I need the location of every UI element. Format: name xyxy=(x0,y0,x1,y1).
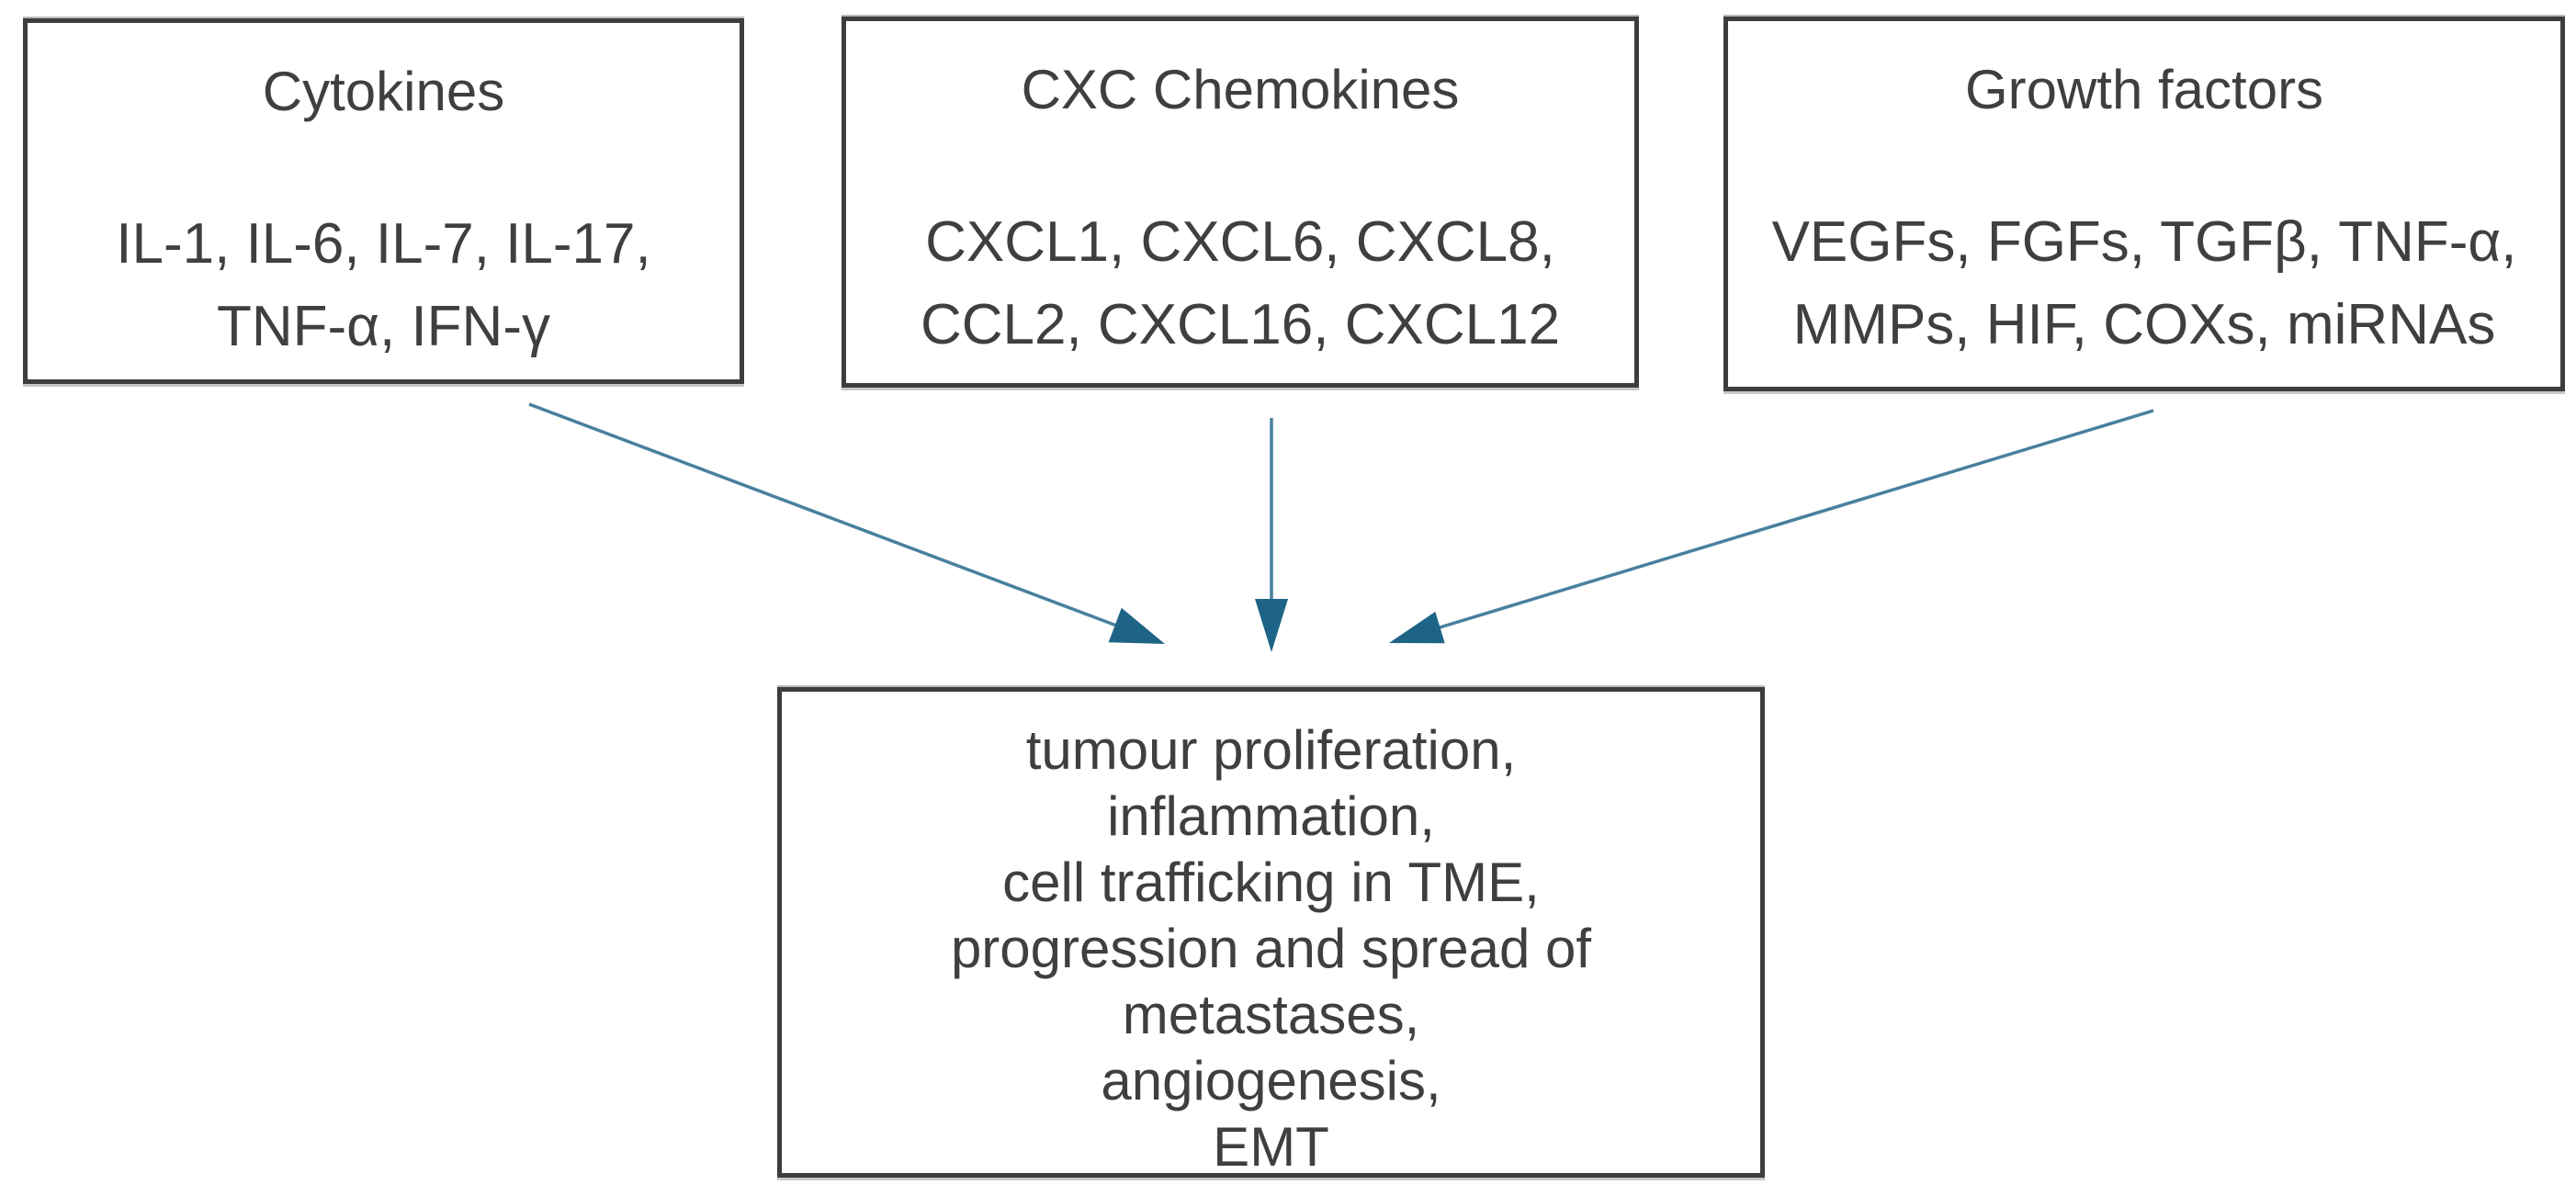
box-growth-factors-items: VEGFs, FGFs, TGFβ, TNF-α, MMPs, HIF, COX… xyxy=(1728,201,2560,367)
box-cxc-chemokines-items-line: CXCL1, CXCL6, CXCL8, xyxy=(925,210,1555,274)
box-growth-factors-items-line: MMPs, HIF, COXs, miRNAs xyxy=(1792,293,2496,356)
effects-line: progression and spread of xyxy=(950,918,1592,979)
box-cytokines-title: Cytokines xyxy=(262,61,505,122)
box-cxc-chemokines-title: CXC Chemokines xyxy=(1021,59,1460,120)
box-cxc-chemokines-items-line: CCL2, CXCL16, CXCL12 xyxy=(920,293,1561,356)
arrow-chemokines-to-effects xyxy=(1255,418,1288,652)
box-cxc-chemokines-items: CXCL1, CXCL6, CXCL8, CCL2, CXCL16, CXCL1… xyxy=(846,201,1634,367)
box-tumour-effects: tumour proliferation, inflammation, cell… xyxy=(777,687,1765,1178)
effects-line: inflammation, xyxy=(1107,785,1435,847)
box-growth-factors-items-line: VEGFs, FGFs, TGFβ, TNF-α, xyxy=(1771,210,2517,274)
effects-line: cell trafficking in TME, xyxy=(1002,852,1540,913)
effects-line: metastases, xyxy=(1122,984,1420,1045)
box-cytokines-items: IL-1, IL-6, IL-7, IL-17, TNF-α, IFN-γ xyxy=(28,203,740,368)
effects-line: EMT xyxy=(1213,1116,1329,1178)
box-cytokines: Cytokines IL-1, IL-6, IL-7, IL-17, TNF-α… xyxy=(23,18,744,384)
box-growth-factors-title: Growth factors xyxy=(1964,59,2324,120)
effects-line: angiogenesis, xyxy=(1101,1050,1441,1111)
box-cxc-chemokines: CXC Chemokines CXCL1, CXCL6, CXCL8, CCL2… xyxy=(842,17,1639,388)
box-growth-factors: Growth factors VEGFs, FGFs, TGFβ, TNF-α,… xyxy=(1723,17,2565,391)
arrow-growth-factors-to-effects xyxy=(1389,409,2154,644)
box-cytokines-items-line: TNF-α, IFN-γ xyxy=(217,295,550,358)
effects-line: tumour proliferation, xyxy=(1025,719,1517,781)
box-tumour-effects-items: tumour proliferation, inflammation, cell… xyxy=(782,717,1760,1180)
box-cytokines-items-line: IL-1, IL-6, IL-7, IL-17, xyxy=(116,212,651,276)
arrow-cytokines-to-effects xyxy=(528,402,1165,644)
